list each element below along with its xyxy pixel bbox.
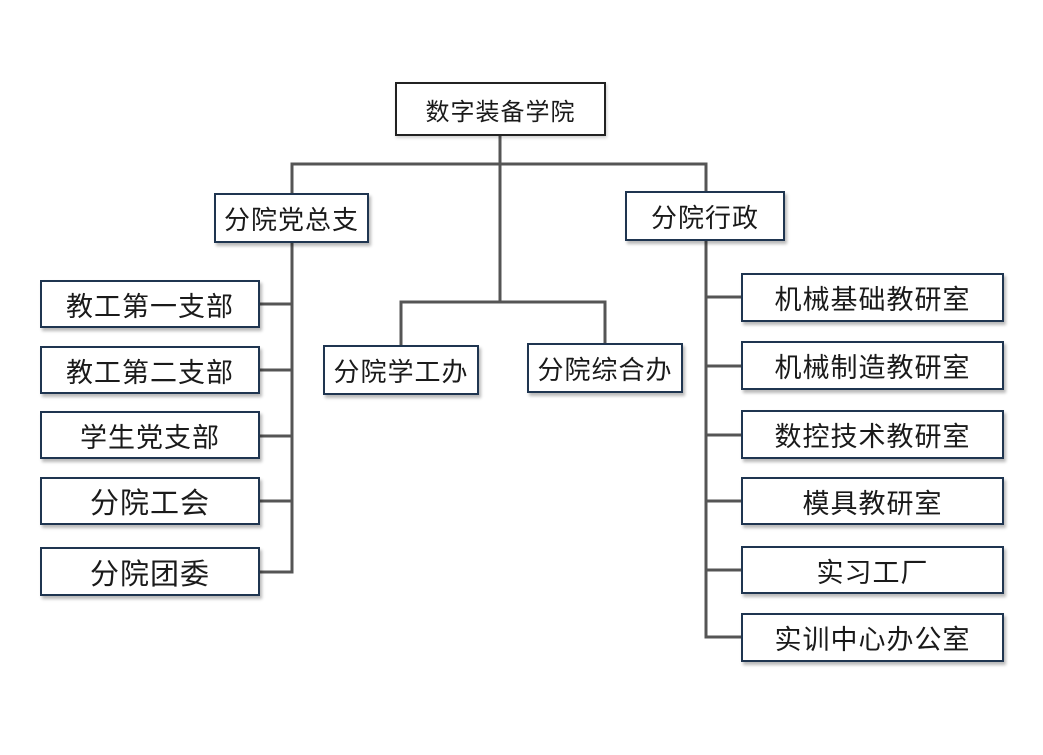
party-child-label: 教工第二支部 (66, 357, 234, 389)
party-child-label: 教工第一支部 (66, 291, 234, 323)
student-affairs-label: 分院学工办 (333, 357, 469, 388)
party-child-node: 教工第一支部 (40, 280, 260, 328)
admin-child-node: 实习工厂 (741, 546, 1004, 594)
root-label: 数字装备学院 (425, 97, 576, 126)
party-child-label: 分院工会 (89, 486, 210, 520)
party-child-label: 分院团委 (89, 556, 210, 591)
general-office-node: 分院综合办 (527, 343, 683, 393)
admin-child-label: 模具教研室 (802, 488, 943, 520)
root-node: 数字装备学院 (395, 82, 606, 136)
admin-child-node: 机械基础教研室 (741, 273, 1004, 322)
party-child-node: 分院团委 (40, 547, 260, 596)
admin-child-label: 实训中心办公室 (774, 625, 971, 656)
admin-branch-label: 分院行政 (650, 203, 759, 234)
admin-child-label: 数控技术教研室 (774, 422, 971, 453)
admin-branch-node: 分院行政 (625, 191, 785, 241)
party-child-label: 学生党支部 (80, 422, 220, 454)
party-branch-node: 分院党总支 (214, 193, 369, 243)
admin-child-node: 数控技术教研室 (741, 410, 1004, 459)
admin-child-label: 机械基础教研室 (774, 285, 971, 316)
admin-child-node: 实训中心办公室 (741, 613, 1004, 662)
party-branch-label: 分院党总支 (223, 205, 359, 236)
admin-child-node: 模具教研室 (741, 477, 1004, 525)
party-child-node: 学生党支部 (40, 411, 260, 459)
party-child-node: 教工第二支部 (40, 346, 260, 394)
admin-child-label: 实习工厂 (816, 557, 929, 589)
admin-child-node: 机械制造教研室 (741, 341, 1004, 390)
admin-child-label: 机械制造教研室 (774, 353, 971, 384)
party-child-node: 分院工会 (40, 477, 260, 525)
student-affairs-node: 分院学工办 (323, 345, 479, 395)
general-office-label: 分院综合办 (537, 355, 673, 386)
